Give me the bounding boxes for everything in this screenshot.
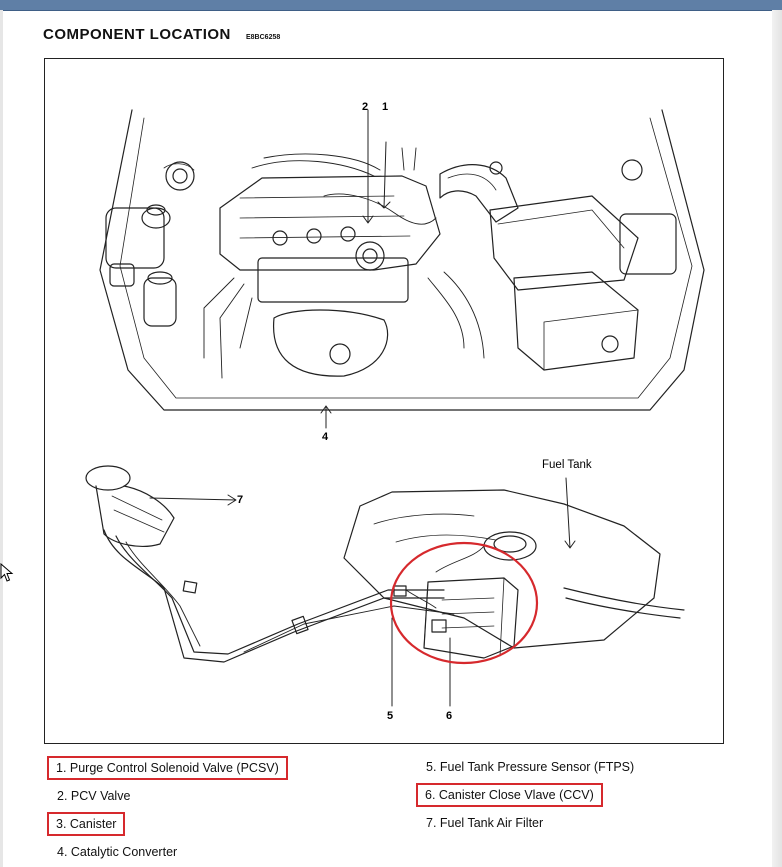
fuel-tank-label: Fuel Tank [542,459,592,471]
figure-frame [44,58,724,744]
legend-item-5: 5. Fuel Tank Pressure Sensor (FTPS) [426,760,635,774]
document-code: E8BC6258 [246,34,281,41]
callout-2: 2 [362,101,368,113]
scrollbar[interactable] [772,10,782,867]
callout-1: 1 [382,101,388,113]
legend-item-7: 7. Fuel Tank Air Filter [426,816,544,830]
window-title-bar [0,0,782,11]
callout-7: 7 [237,494,243,506]
page-title: COMPONENT LOCATION [43,26,231,43]
engine-bay-drawing [99,109,705,429]
canister-highlight-circle [389,541,539,665]
callout-4: 4 [322,431,329,443]
legend-item-1: 1. Purge Control Solenoid Valve (PCSV) [47,756,288,780]
callout-6: 6 [446,710,452,722]
mouse-cursor-icon [0,563,14,582]
legend-item-4: 4. Catalytic Converter [57,845,178,859]
legend-item-3: 3. Canister [47,812,126,836]
legend-item-6: 6. Canister Close Vlave (CCV) [416,783,603,807]
component-diagram: 2 1 4 7 5 6 Fuel Tank [85,101,705,722]
fuel-system-drawing [85,465,685,707]
legend-item-2: 2. PCV Valve [57,789,131,803]
callout-5: 5 [387,710,393,722]
legend-item-6-text: 6. Canister Close Vlave (CCV) [425,788,594,802]
legend-item-1-text: 1. Purge Control Solenoid Valve (PCSV) [56,761,279,775]
legend-item-3-text: 3. Canister [56,817,117,831]
left-edge [0,10,3,867]
